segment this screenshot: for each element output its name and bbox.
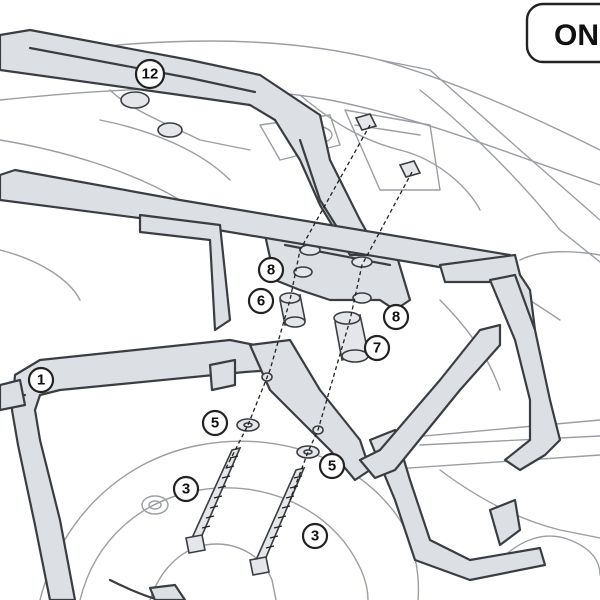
- assembly-leaders: [224, 124, 413, 501]
- bolt-3-right: [249, 466, 306, 576]
- washer-8-right: [352, 292, 372, 304]
- svg-text:12: 12: [142, 66, 159, 83]
- spacer-7: [333, 311, 369, 363]
- svg-text:6: 6: [257, 293, 265, 310]
- svg-text:8: 8: [392, 309, 400, 326]
- callout-5-left: 5: [201, 409, 229, 437]
- side-frame-1: [0, 273, 562, 600]
- nut-top-right: [398, 160, 422, 178]
- callout-7: 7: [363, 334, 391, 362]
- hardware-parts: [185, 113, 422, 576]
- callouts: 12 8 6 8 7 1 5 5: [27, 58, 410, 550]
- svg-text:5: 5: [211, 415, 219, 432]
- callout-5-right: 5: [318, 452, 346, 480]
- callout-8-upper: 8: [257, 256, 285, 284]
- callout-3-left: 3: [172, 475, 200, 503]
- washer-8-left: [293, 266, 313, 278]
- badge-text: ONI: [554, 19, 600, 52]
- callout-1: 1: [27, 366, 55, 394]
- callout-8-lower: 8: [382, 303, 410, 331]
- svg-text:3: 3: [182, 481, 190, 498]
- svg-text:3: 3: [311, 528, 319, 545]
- badge: ONI: [525, 2, 600, 64]
- nut-top-left: [354, 113, 378, 131]
- svg-text:8: 8: [267, 262, 275, 279]
- washer-5-left-hole: [243, 422, 253, 428]
- washer-5-right-hole: [303, 449, 313, 455]
- callout-3-right: 3: [301, 522, 329, 550]
- bolt-3-left: [185, 446, 242, 554]
- svg-text:1: 1: [37, 372, 45, 389]
- callout-12: 12: [134, 58, 166, 90]
- svg-text:7: 7: [373, 340, 381, 357]
- callout-6: 6: [247, 287, 275, 315]
- svg-text:5: 5: [328, 458, 336, 475]
